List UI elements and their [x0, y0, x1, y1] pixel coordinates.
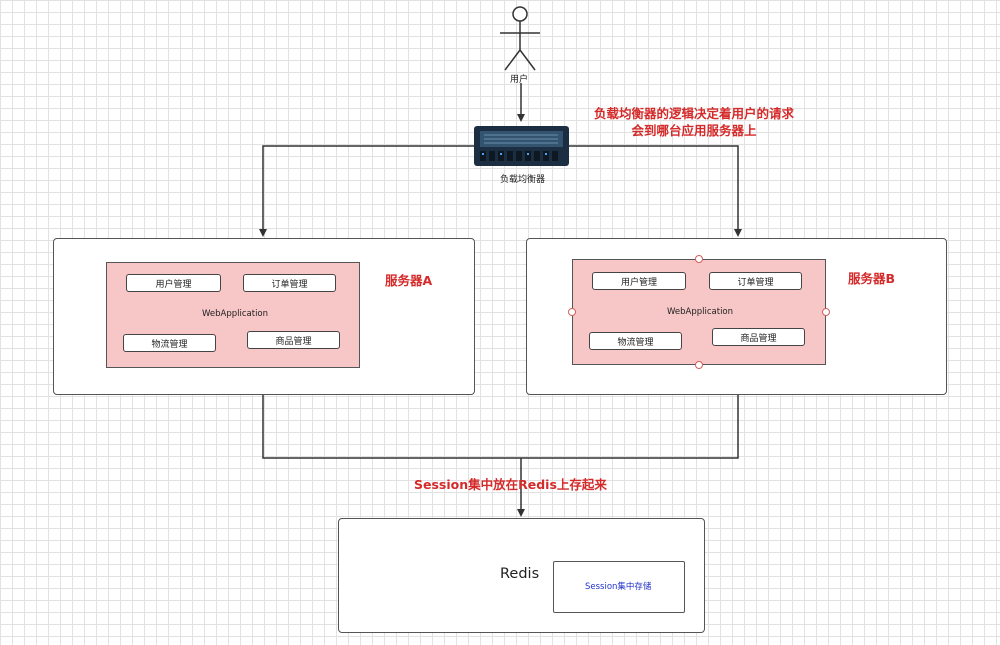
server-a-module-order[interactable]: 订单管理 — [243, 274, 336, 292]
server-b-webapp-label: WebApplication — [667, 307, 734, 317]
server-a-down-line — [262, 395, 739, 459]
redis-title: Redis — [500, 566, 540, 582]
load-balancer-icon — [474, 126, 569, 166]
session-store-box[interactable] — [553, 561, 685, 613]
lb-to-server-b-arrow — [569, 145, 742, 237]
server-a-module-product[interactable]: 商品管理 — [247, 331, 340, 349]
load-balancer-note-line2: 会到哪台应用服务器上 — [631, 123, 757, 138]
user-actor-icon — [500, 6, 540, 71]
server-b-module-user[interactable]: 用户管理 — [592, 272, 686, 290]
server-a-module-user[interactable]: 用户管理 — [126, 274, 221, 292]
server-b-module-order[interactable]: 订单管理 — [709, 272, 802, 290]
server-a-webapp-label: WebApplication — [202, 309, 269, 319]
server-b-resize-handle-bottom[interactable] — [695, 361, 703, 369]
server-b-module-product[interactable]: 商品管理 — [712, 328, 805, 346]
user-label: 用户 — [510, 75, 529, 85]
server-a-title: 服务器A — [385, 273, 433, 288]
server-b-title: 服务器B — [848, 271, 896, 286]
load-balancer-note: 负载均衡器的逻辑决定着用户的请求 会到哪台应用服务器上 — [574, 105, 814, 139]
server-b-resize-handle-top[interactable] — [695, 255, 703, 263]
load-balancer-note-line1: 负载均衡器的逻辑决定着用户的请求 — [593, 106, 794, 121]
server-a-module-logistics[interactable]: 物流管理 — [123, 334, 216, 352]
session-store-label: Session集中存储 — [585, 582, 652, 592]
server-b-resize-handle-left[interactable] — [568, 308, 576, 316]
server-b-module-logistics[interactable]: 物流管理 — [589, 332, 682, 350]
session-note: Session集中放在Redis上存起来 — [414, 477, 607, 492]
server-b-resize-handle-right[interactable] — [822, 308, 830, 316]
load-balancer-label: 负载均衡器 — [500, 175, 546, 185]
lb-to-server-a-arrow — [259, 145, 474, 237]
